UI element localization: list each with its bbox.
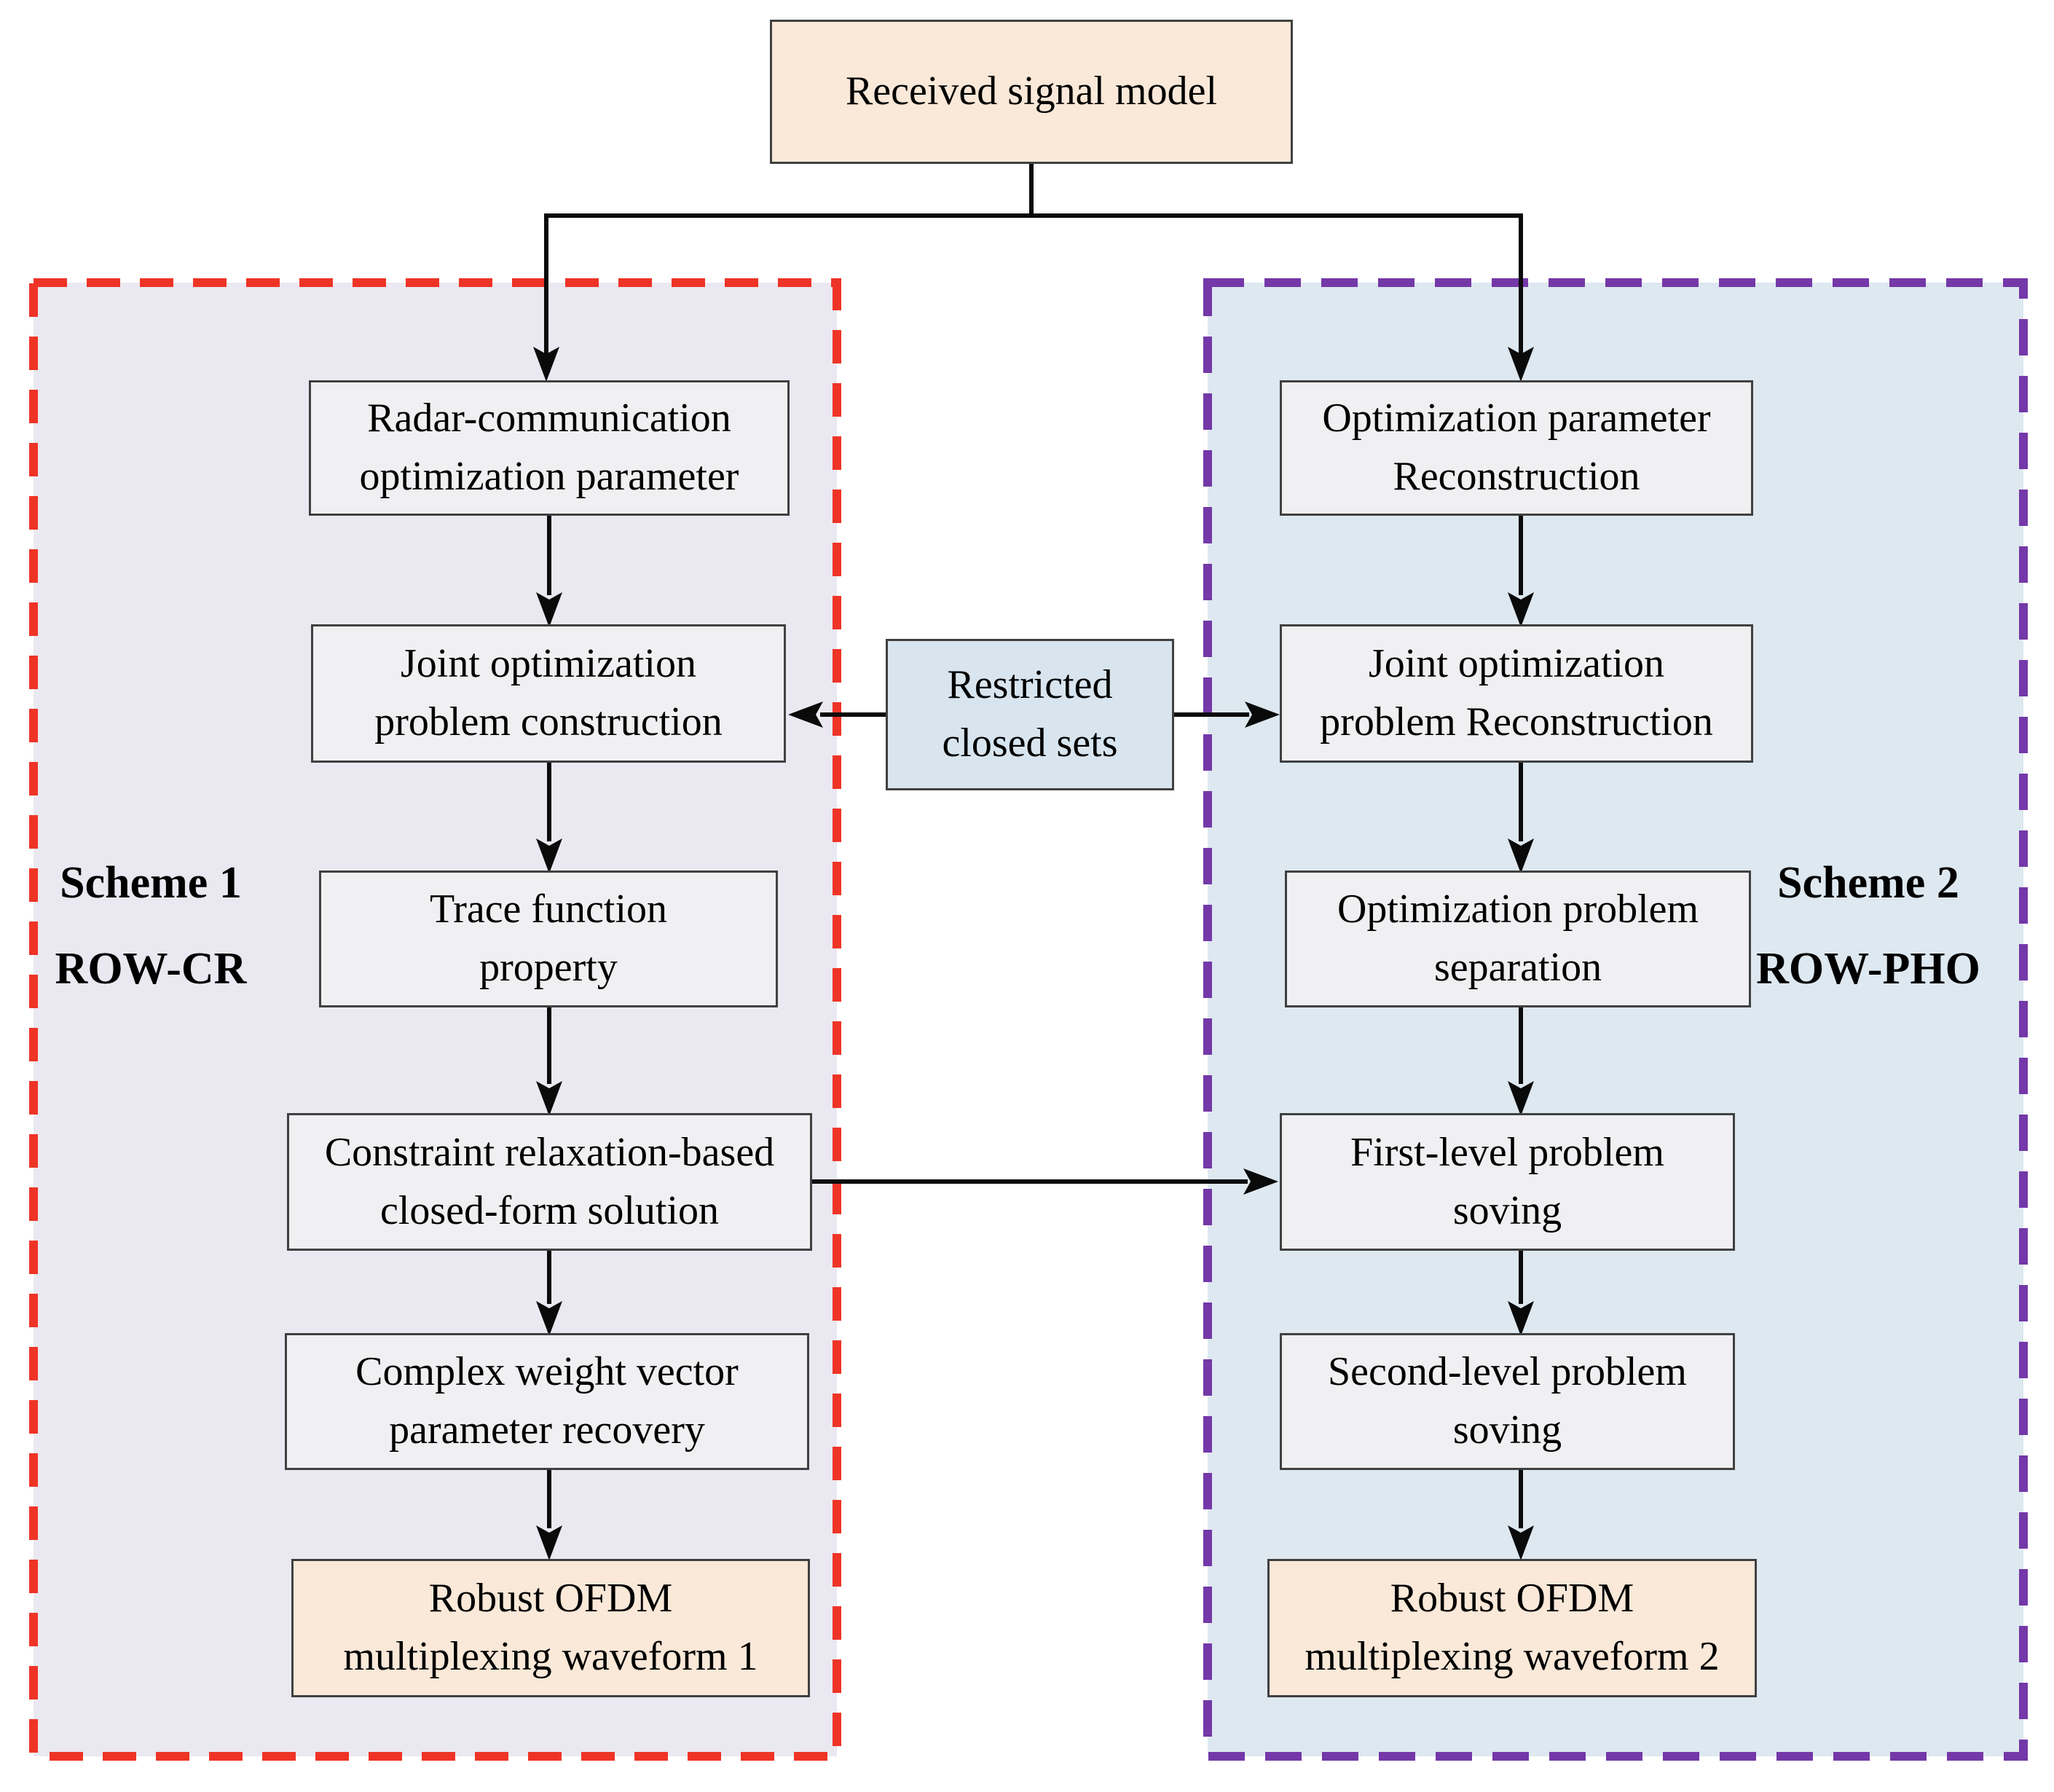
- arrowhead-s2-3: [1508, 838, 1534, 873]
- arrowhead-s2-6: [1508, 1525, 1534, 1560]
- node-radar-communication-optimization-parameter: Radar-communication optimization paramet…: [309, 380, 790, 516]
- arrowhead-s2-5: [1508, 1301, 1534, 1336]
- arrowhead-left-drop: [533, 347, 559, 382]
- arrowhead-s2-4: [1508, 1081, 1534, 1116]
- node-received-signal-model: Received signal model: [770, 20, 1293, 164]
- node-second-level-problem-solving: Second-level problem soving: [1280, 1333, 1735, 1470]
- arrowhead-junction-right: [1245, 702, 1280, 728]
- arrowhead-s1-2: [536, 592, 562, 627]
- node-joint-optimization-problem-reconstruction: Joint optimization problem Reconstructio…: [1280, 624, 1753, 763]
- connector-lines: [533, 163, 1534, 1560]
- node-robust-ofdm-waveform-1: Robust OFDM multiplexing waveform 1: [291, 1559, 810, 1697]
- node-optimization-problem-separation: Optimization problem separation: [1285, 871, 1751, 1007]
- arrowhead-s1-4: [536, 1081, 562, 1116]
- node-joint-optimization-problem-construction: Joint optimization problem construction: [311, 624, 786, 763]
- arrowhead-s1-6: [536, 1525, 562, 1560]
- scheme1-region: [29, 278, 841, 1761]
- scheme2-region: [1203, 278, 2028, 1761]
- scheme1-subtitle: ROW-CR: [55, 944, 247, 994]
- arrowhead-junction-left: [788, 702, 823, 728]
- node-first-level-problem-solving: First-level problem soving: [1280, 1113, 1735, 1251]
- node-restricted-closed-sets: Restricted closed sets: [886, 639, 1174, 790]
- arrowhead-cross-link: [1243, 1168, 1278, 1195]
- arrowhead-s1-3: [536, 838, 562, 873]
- arrowhead-right-drop: [1508, 347, 1534, 382]
- scheme1-title: Scheme 1: [60, 858, 242, 908]
- node-complex-weight-vector-parameter-recovery: Complex weight vector parameter recovery: [285, 1333, 809, 1470]
- node-robust-ofdm-waveform-2: Robust OFDM multiplexing waveform 2: [1267, 1559, 1757, 1697]
- scheme2-subtitle: ROW-PHO: [1756, 944, 1980, 994]
- node-constraint-relaxation-closed-form-solution: Constraint relaxation-based closed-form …: [287, 1113, 812, 1251]
- scheme2-title: Scheme 2: [1777, 858, 1959, 908]
- arrowhead-s2-2: [1508, 592, 1534, 627]
- node-optimization-parameter-reconstruction: Optimization parameter Reconstruction: [1280, 380, 1753, 516]
- arrowhead-s1-5: [536, 1301, 562, 1336]
- node-trace-function-property: Trace function property: [319, 871, 778, 1007]
